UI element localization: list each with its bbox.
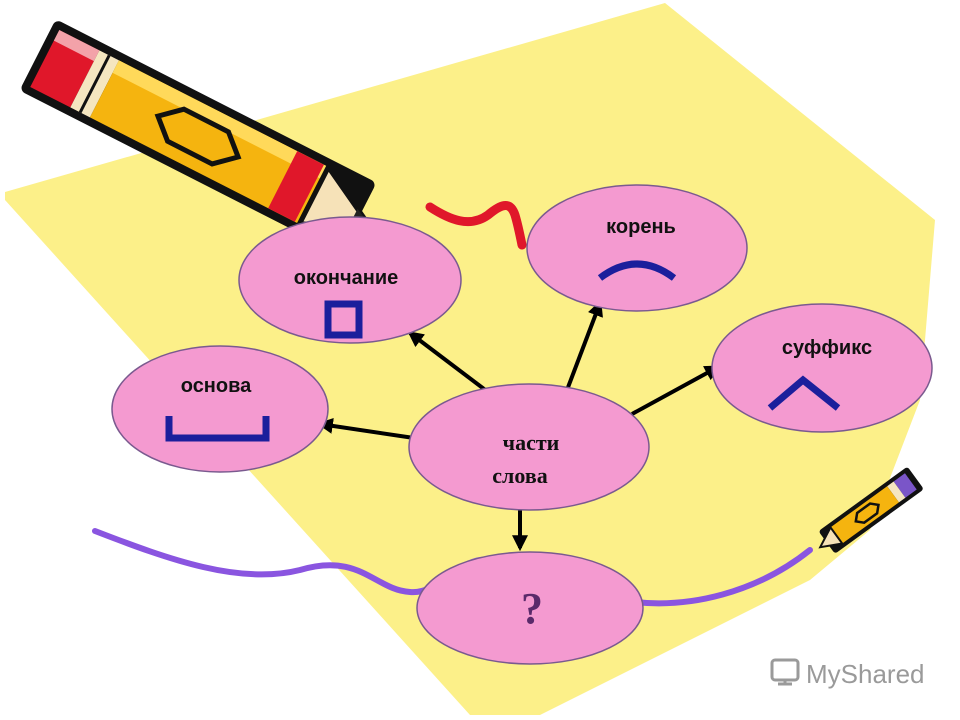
arrow-to-root [565, 300, 603, 391]
node-ending-label: окончание [294, 267, 399, 289]
node-stem: основа [111, 345, 329, 473]
question-mark: ? [521, 584, 543, 633]
suffix-symbol-icon [767, 375, 841, 411]
node-unknown: ? [416, 551, 644, 665]
node-suffix-label: суффикс [782, 337, 872, 359]
arrow-to-ending [407, 331, 490, 394]
node-ending: окончание [238, 216, 462, 344]
ending-symbol-icon [324, 300, 363, 339]
center-label-line1: части [503, 430, 560, 455]
center-label-line2: слова [492, 463, 547, 488]
big-pencil-icon [21, 21, 375, 252]
stem-symbol-icon [165, 416, 270, 442]
watermark: MyShared [770, 658, 925, 689]
arrow-to-stem [316, 417, 415, 440]
node-stem-label: основа [181, 375, 252, 397]
red-squiggle [425, 201, 527, 250]
watermark-logo-icon [770, 658, 800, 686]
node-root-label: корень [606, 216, 676, 238]
arrow-to-suffix [631, 365, 721, 416]
node-root: корень [526, 184, 748, 312]
node-suffix: суффикс [711, 303, 933, 433]
watermark-text: MyShared [806, 659, 925, 689]
root-symbol-icon [597, 260, 677, 281]
small-pencil-icon [818, 467, 923, 553]
node-center: части слова [408, 383, 650, 511]
